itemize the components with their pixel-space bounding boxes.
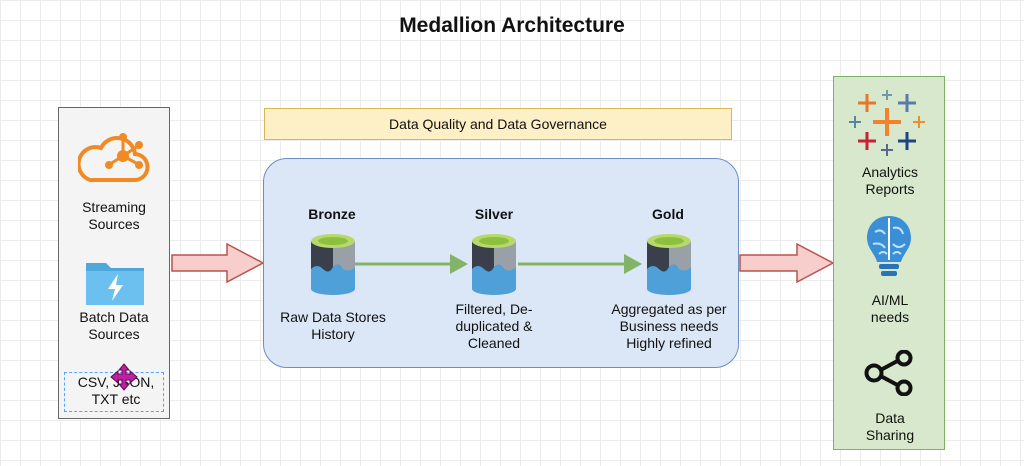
gold-title: Gold [652, 206, 684, 222]
input-arrow [171, 243, 265, 283]
silver-desc: Filtered, De-duplicated & Cleaned [455, 301, 533, 351]
folder-lightning-icon [86, 263, 144, 305]
batch-sources-label: Batch Data Sources [79, 309, 149, 342]
formats-label: CSV, JSON, TXT etc [77, 374, 155, 407]
bronze-desc: Raw Data Stores History [280, 309, 386, 342]
cloud-hub-icon [78, 133, 150, 183]
data-quality-banner[interactable]: Data Quality and Data Governance [264, 108, 732, 140]
diagram-title: Medallion Architecture [399, 14, 625, 37]
database-icon [647, 234, 691, 295]
flow-arrows [350, 254, 642, 274]
brain-bulb-icon [867, 216, 911, 276]
aiml-label: AI/ML needs [870, 292, 910, 325]
database-icon [311, 234, 355, 295]
consumers-panel[interactable] [833, 76, 945, 450]
silver-title: Silver [474, 206, 514, 222]
bronze-title: Bronze [308, 206, 356, 222]
data-sharing-label: Data Sharing [865, 410, 915, 443]
format-selection[interactable] [64, 372, 164, 412]
output-arrow [739, 243, 835, 283]
share-icon [864, 350, 913, 396]
gold-desc: Aggregated as per Business needs Highly … [611, 301, 727, 351]
tableau-icon [849, 90, 925, 156]
database-icon [472, 234, 516, 295]
sources-panel[interactable] [58, 107, 170, 419]
move-handle-icon[interactable] [110, 363, 138, 391]
streaming-sources-label: Streaming Sources [82, 199, 146, 232]
analytics-reports-label: Analytics Reports [861, 164, 919, 197]
